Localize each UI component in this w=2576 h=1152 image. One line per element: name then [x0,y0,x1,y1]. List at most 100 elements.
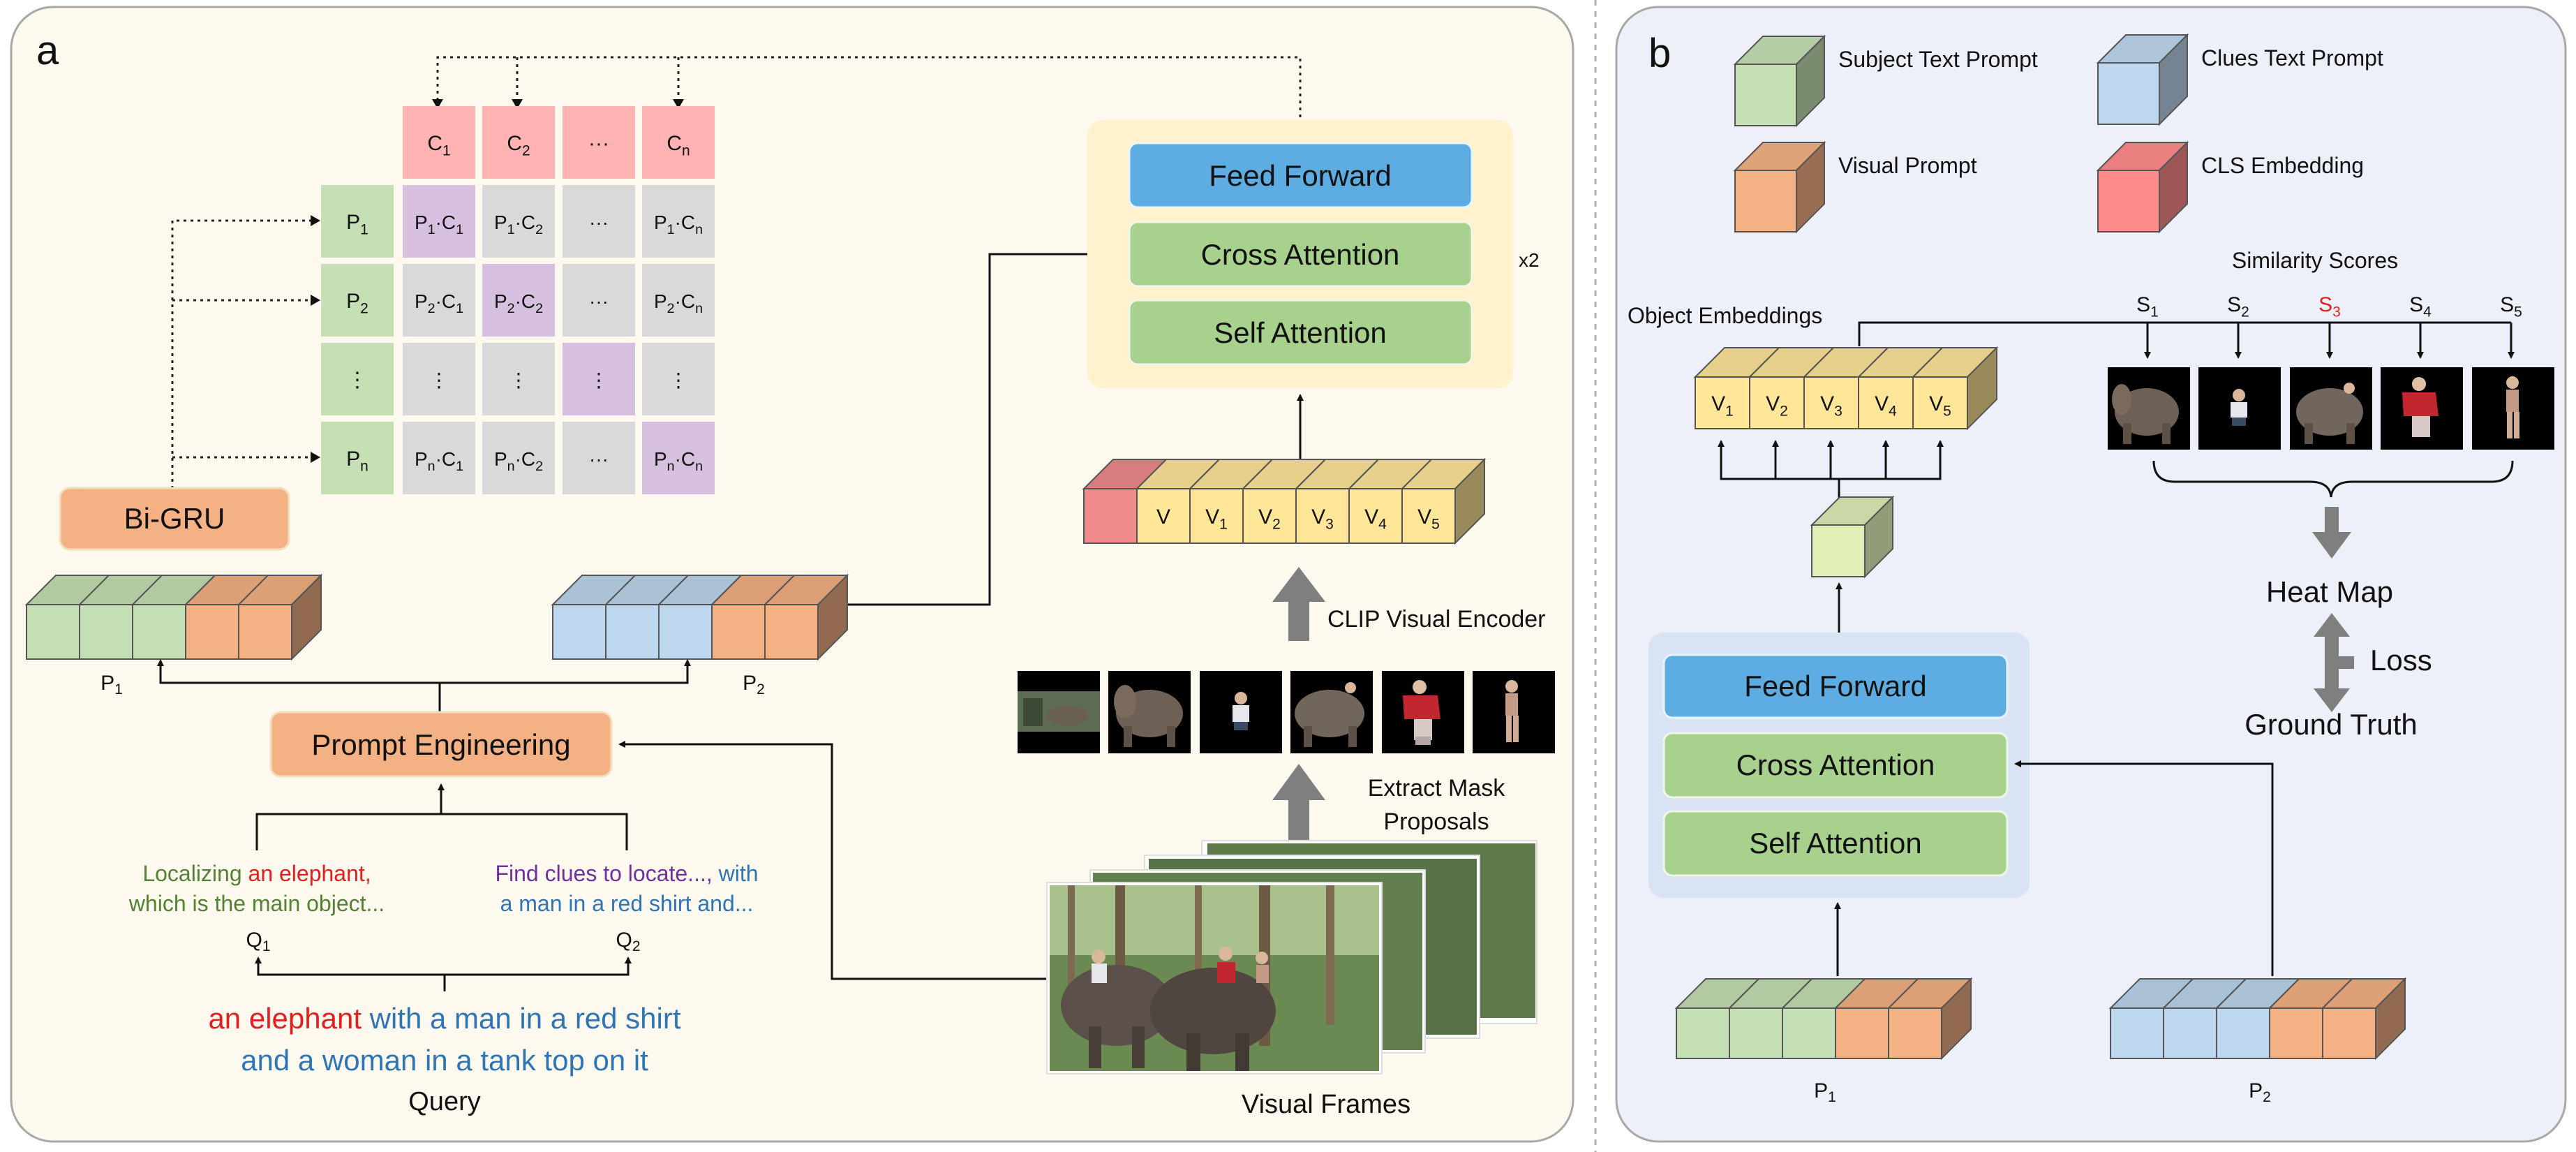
matrix-cell [563,264,635,337]
prompt-p1-prism-b [1674,977,1973,1061]
prism-side [291,573,322,661]
prism-cell [658,604,713,660]
prism-cell [26,604,80,660]
score-thumb [2198,367,2281,450]
matrix-cell [642,343,715,415]
matrix-cell [403,185,475,258]
score-thumbnails [2108,367,2554,450]
matrix-row-header [321,343,394,415]
prism-cell [1401,488,1456,544]
matrix-cell-label: P1·C2 [494,212,543,237]
score-label: S4 [2409,293,2432,320]
brace-down-arrow [2312,507,2351,559]
matrix-row-header [321,185,394,258]
similarity-scores: S1 S2 S3 S4 S5 [2136,293,2522,359]
prism-cell [1295,488,1350,544]
prism-cell [2269,1007,2323,1059]
query-arrows [255,957,632,991]
feed-forward-box-a [1128,142,1473,209]
score-thumb [2472,367,2554,450]
matrix-cell [482,422,555,494]
matrix-cell [482,264,555,337]
score-thumb [2381,367,2463,450]
score-label: S1 [2136,293,2159,320]
matrix-cell-label: P1·C1 [415,212,463,237]
prism-cell [1189,488,1244,544]
embedding-score-connector [1858,321,2511,346]
score-label: S3 [2318,293,2341,320]
matrix-cell [563,422,635,494]
p2-to-cross-attention-arrow-b [2014,760,2274,976]
matrix-cell [482,185,555,258]
mask-proposal-thumb [1200,671,1282,753]
prism-cell [79,604,133,660]
matrix-cell-label: ⋮ [669,369,688,391]
prism-side [2375,977,2406,1061]
legend-label: Clues Text Prompt [2201,45,2383,71]
prompt-p2-prism-b [2108,977,2407,1061]
self-attention-label-b: Self Attention [1749,827,1922,859]
matrix-cell-label: ··· [589,448,609,470]
prism-cell-label: V [1156,505,1170,529]
matrix-cell-label: Pn·C2 [494,448,543,474]
prism-cell [1912,376,1968,429]
matrix-row-header [321,264,394,337]
panel-b-label: b [1648,31,1671,76]
legend-label: Subject Text Prompt [1838,47,2038,72]
matrix-cell [642,264,715,337]
legend-cube [2096,140,2189,234]
loss-label: Loss [2370,644,2432,677]
matrix-cell-label: P2·C1 [415,290,463,316]
repeat-label: x2 [1519,249,1540,271]
matrix-cell-label: P2·C2 [494,290,543,316]
prism-cell [132,604,186,660]
matrix-cell-label: P2·Cn [654,290,703,316]
visual-frames-label: Visual Frames [1242,1090,1410,1119]
extract-mask-label-1: Extract Mask [1368,775,1505,802]
feedback-arrows [436,56,1302,117]
prism-side [1941,977,1972,1061]
prism-cell [711,604,766,660]
mask-proposal-thumb [1382,671,1464,753]
score-label: S5 [2500,293,2522,320]
self-attention-box-a [1128,299,1473,366]
bigru-row-arrowheads [311,215,320,463]
query-feature-cube [1810,495,1895,579]
matrix-cell [403,264,475,337]
matrix-cell-label: ⋮ [509,369,528,391]
matrix-cell-label: Pn·C1 [415,448,463,474]
feed-forward-label-a: Feed Forward [1209,159,1391,192]
bigru-label: Bi-GRU [124,502,225,535]
prism-cell-label: V3 [1311,505,1334,533]
prism-cell [1136,488,1191,544]
prism-cell [238,604,292,660]
cross-attention-box-b [1662,732,2009,799]
prism-cell [552,604,606,660]
prism-cell [1782,1007,1836,1059]
feed-forward-box-b [1662,653,2009,719]
clues-prompt-text-2: a man in a red shirt and... [500,891,754,916]
prism-cell-label: V3 [1820,392,1842,420]
matrix-row-header [321,422,394,494]
prism-cell [2163,1007,2217,1059]
prism-cell-label: V2 [1258,505,1281,533]
score-thumb [2108,367,2190,450]
prism-side [1454,457,1485,545]
panel-a-label: a [36,28,59,73]
cube-side [1864,495,1893,579]
video-frame-front [1046,882,1383,1075]
prism-cell [605,604,660,660]
matrix-cell-label: Pn·Cn [654,448,703,474]
self-attention-box-b [1662,810,2009,877]
subject-prompt-text-1: Localizing an elephant, [142,861,371,886]
matrix-row-header-label: ⋮ [347,369,368,392]
matrix-col-header-label: C2 [507,132,530,159]
visual-frames-stack [1046,840,1538,1075]
score-label: S2 [2227,293,2249,320]
bigru-row-arrows [171,219,312,489]
matrix-cell [642,422,715,494]
clip-encoder-label: CLIP Visual Encoder [1327,606,1546,633]
mask-proposal-thumb [1108,671,1191,753]
heat-map-label: Heat Map [2266,575,2393,608]
